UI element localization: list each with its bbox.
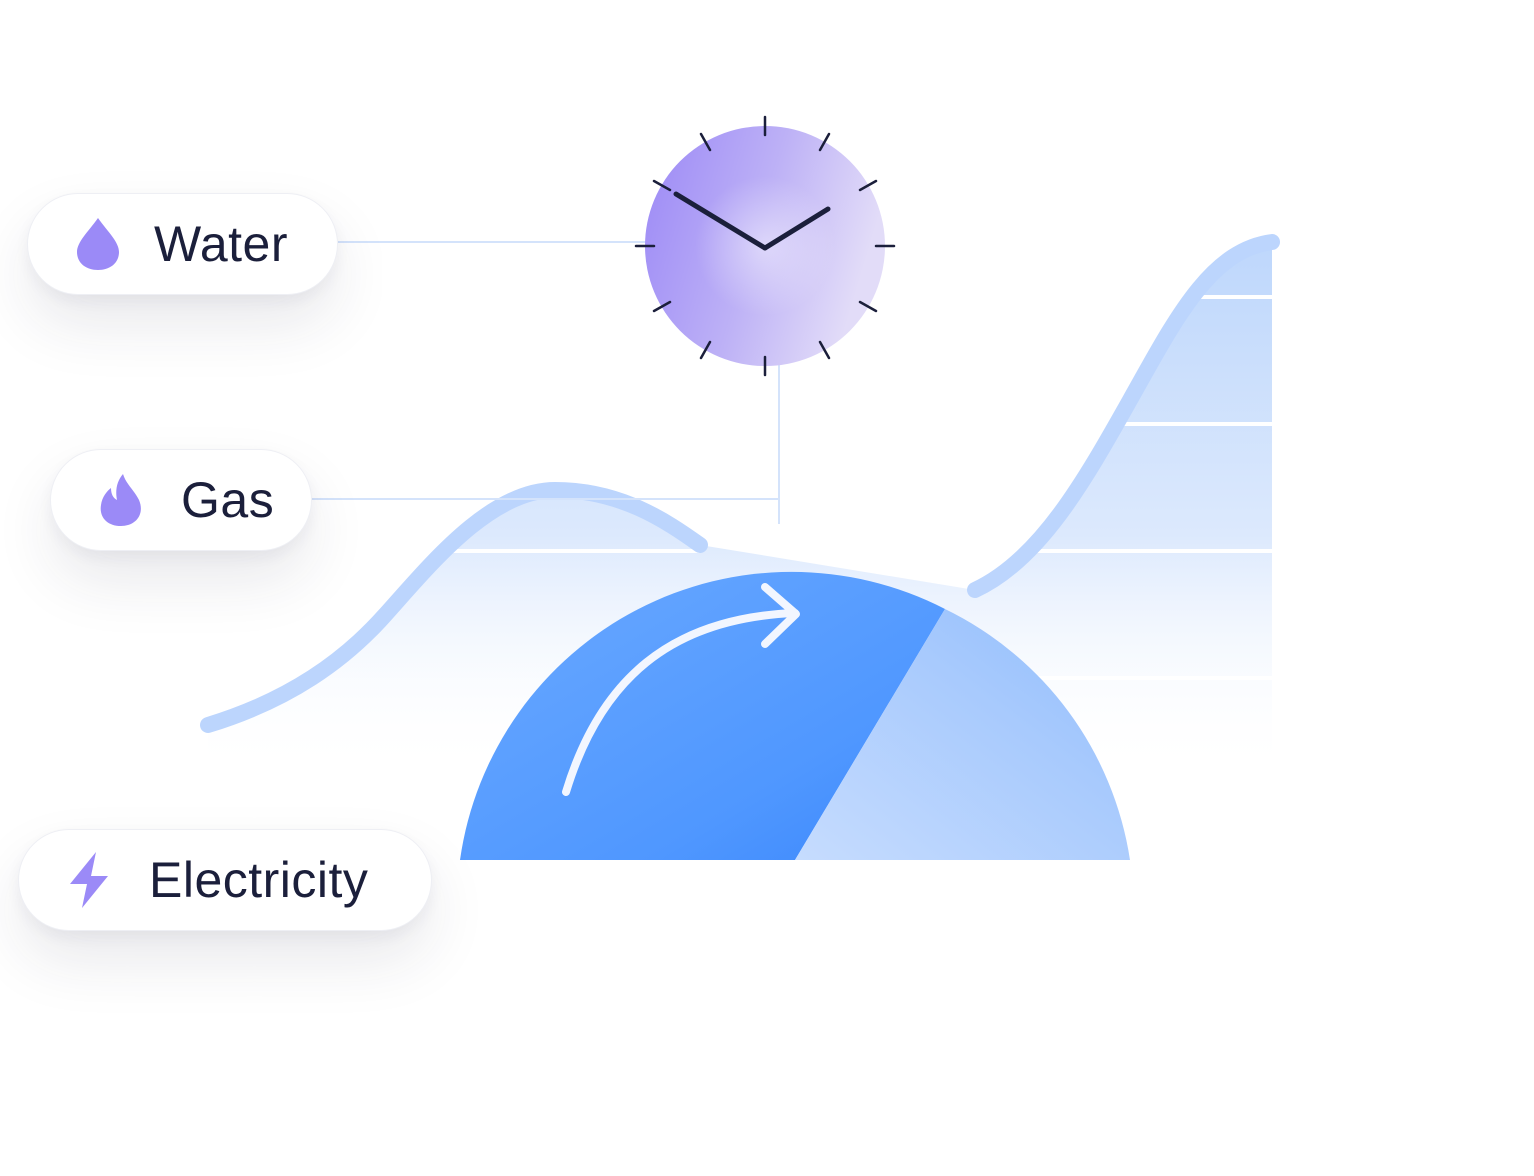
gauge-icon bbox=[460, 571, 1130, 860]
electricity-label: Electricity bbox=[149, 852, 369, 908]
gas-label: Gas bbox=[181, 472, 275, 528]
flame-icon bbox=[95, 469, 147, 531]
gauge-filled-section bbox=[460, 571, 945, 860]
clock-ticks bbox=[634, 115, 896, 377]
usage-curve-line bbox=[200, 234, 1280, 733]
clock-icon bbox=[634, 115, 896, 377]
connector-lines bbox=[312, 241, 780, 524]
curved-arrow-icon bbox=[562, 583, 800, 796]
clock-hands bbox=[673, 191, 831, 251]
usage-curve-area bbox=[208, 242, 1272, 775]
water-pill[interactable]: Water bbox=[27, 193, 338, 295]
electricity-pill[interactable]: Electricity bbox=[18, 829, 432, 931]
water-drop-icon bbox=[72, 213, 124, 275]
lightning-bolt-icon bbox=[63, 849, 115, 911]
gauge-empty-section bbox=[795, 609, 1130, 860]
water-label: Water bbox=[154, 216, 288, 272]
gas-pill[interactable]: Gas bbox=[50, 449, 312, 551]
